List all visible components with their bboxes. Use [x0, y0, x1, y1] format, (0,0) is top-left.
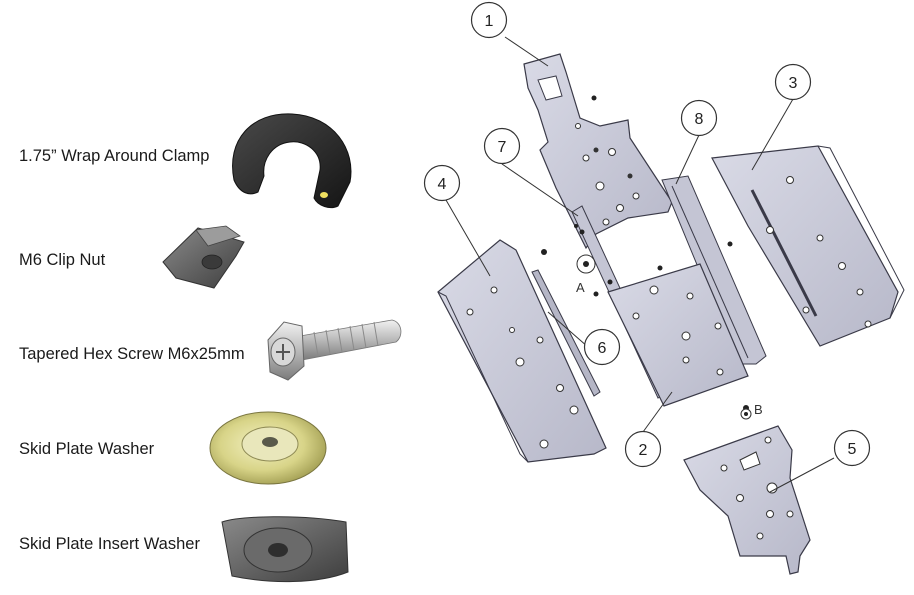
part-5-plate	[683, 425, 811, 575]
callout-6: 6	[583, 328, 621, 366]
label-skid-plate-washer: Skid Plate Washer	[19, 440, 155, 458]
detail-marker-b: B	[740, 402, 763, 420]
part-2-plate	[607, 263, 749, 407]
label-wrap-around-clamp: 1.75” Wrap Around Clamp	[19, 147, 210, 165]
svg-text:6: 6	[598, 340, 607, 357]
part-1-plate	[523, 53, 673, 250]
detail-marker-b-label: B	[754, 402, 763, 417]
svg-text:1: 1	[485, 13, 494, 30]
part-6-rod	[531, 269, 601, 397]
callout-leaders	[445, 36, 835, 493]
label-m6-clip-nut: M6 Clip Nut	[19, 251, 106, 269]
svg-text:3: 3	[789, 75, 798, 92]
part-4-plate	[437, 239, 607, 463]
callout-3: 3	[774, 63, 812, 101]
part-3-plate	[711, 145, 905, 347]
callout-4: 4	[423, 164, 461, 202]
label-skid-plate-insert-washer: Skid Plate Insert Washer	[19, 535, 200, 553]
label-tapered-hex-screw: Tapered Hex Screw M6x25mm	[19, 345, 245, 363]
detail-marker-a: A	[576, 254, 596, 295]
tapered-hex-screw-image	[267, 319, 402, 381]
callout-5: 5	[833, 429, 871, 467]
svg-text:5: 5	[848, 441, 857, 458]
callout-8: 8	[680, 99, 718, 137]
callout-7: 7	[483, 127, 521, 165]
callout-2: 2	[624, 430, 662, 468]
detail-marker-a-label: A	[576, 280, 585, 295]
svg-text:7: 7	[498, 139, 507, 156]
svg-text:8: 8	[695, 111, 704, 128]
wrap-around-clamp-image	[232, 113, 352, 209]
skid-plate-insert-washer-image	[221, 516, 349, 583]
svg-text:4: 4	[438, 176, 447, 193]
svg-text:2: 2	[639, 442, 648, 459]
skid-plate-washer-image	[209, 411, 327, 485]
m6-clip-nut-image	[162, 225, 245, 289]
callout-1: 1	[470, 1, 508, 39]
